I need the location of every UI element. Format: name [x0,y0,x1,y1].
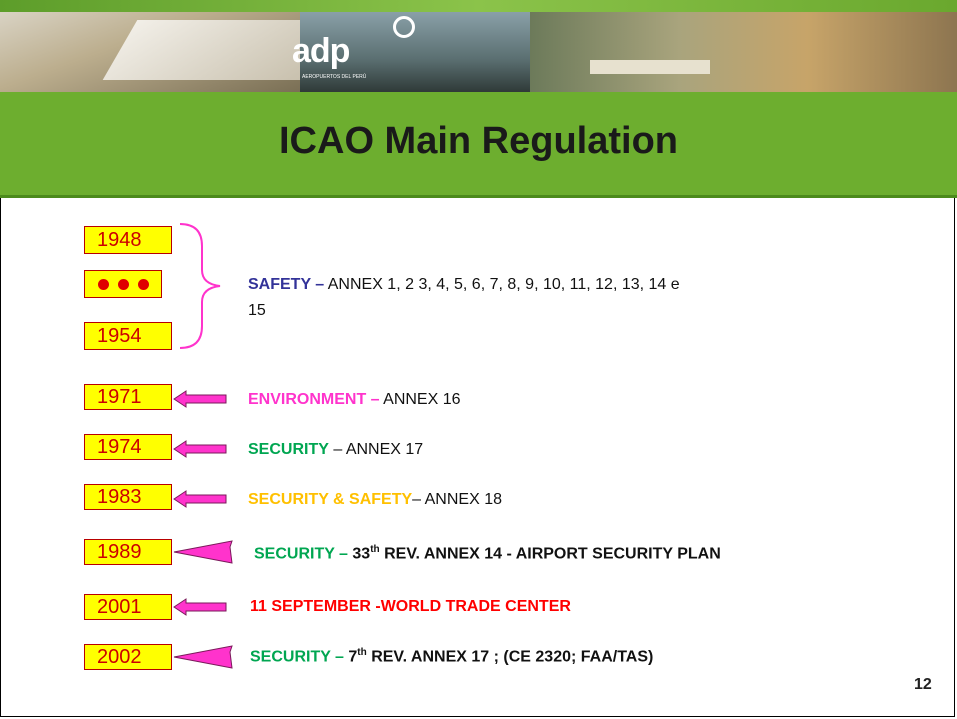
terminal-building-image [590,60,710,74]
arrow-left-icon [173,540,233,564]
safety-annexes: ANNEX 1, 2 3, 4, 5, 6, 7, 8, 9, 10, 11, … [324,276,680,293]
banner-photo-mid [300,12,530,92]
page-number: 12 [914,676,932,693]
environment-label: ENVIRONMENT – [248,391,380,408]
header-banner: adp AEROPUERTOS DEL PERÚ [0,0,957,92]
year-box-1983: 1983 [84,484,172,510]
revision-number: 33 [347,545,371,563]
security-label: SECURITY – [254,545,348,563]
security-1989-text: REV. ANNEX 14 - AIRPORT SECURITY PLAN [379,545,721,563]
curly-brace-icon [179,223,221,349]
security-1989-line: SECURITY – 33th REV. ANNEX 14 - AIRPORT … [254,544,721,563]
slide-title: ICAO Main Regulation [279,120,678,162]
logo-subtext: AEROPUERTOS DEL PERÚ [302,74,367,80]
logo-ring-icon [393,16,415,38]
security-2002-text: REV. ANNEX 17 ; (CE 2320; FAA/TAS) [366,648,654,666]
ordinal-suffix: th [370,544,380,555]
arrow-left-icon [173,598,227,616]
ellipsis-box [84,270,162,298]
arrow-left-icon [173,440,227,458]
safety-label: SAFETY – [248,276,325,293]
arrow-left-icon [173,390,227,408]
security-label: SECURITY – [250,648,344,666]
arrow-left-icon [173,490,227,508]
dot-icon [137,278,149,290]
environment-annex: ANNEX 16 [379,391,461,408]
year-box-1974: 1974 [84,434,172,460]
year-box-1954: 1954 [84,322,172,350]
security-safety-label: SECURITY & SAFETY [248,491,413,508]
year-box-1948: 1948 [84,226,172,254]
safety-line-2: 15 [248,302,266,319]
dot-icon [117,278,129,290]
security-safety-annex: – ANNEX 18 [412,491,502,508]
security-1974-annex: – ANNEX 17 [328,441,424,458]
arrow-left-icon [173,645,233,669]
company-logo: adp [292,32,350,70]
dot-icon [97,278,109,290]
ordinal-suffix: th [357,647,367,658]
title-bar [0,92,957,198]
environment-line: ENVIRONMENT – ANNEX 16 [248,391,461,409]
revision-number: 7 [343,648,358,666]
year-box-2002: 2002 [84,644,172,670]
sept11-line: 11 SEPTEMBER -WORLD TRADE CENTER [250,598,571,615]
banner-stripe [0,0,957,12]
banner-photo-right [530,12,957,92]
security-label: SECURITY [248,441,329,458]
security-1974-line: SECURITY – ANNEX 17 [248,441,423,459]
security-2002-line: SECURITY – 7th REV. ANNEX 17 ; (CE 2320;… [250,647,653,666]
year-box-1989: 1989 [84,539,172,565]
security-safety-line: SECURITY & SAFETY– ANNEX 18 [248,491,502,509]
year-box-1971: 1971 [84,384,172,410]
safety-line: SAFETY – ANNEX 1, 2 3, 4, 5, 6, 7, 8, 9,… [248,276,680,294]
year-box-2001: 2001 [84,594,172,620]
